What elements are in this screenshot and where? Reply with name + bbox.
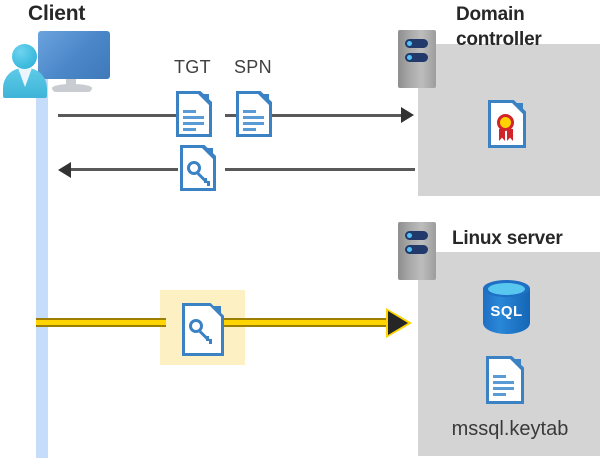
rack-led-icon <box>405 39 428 48</box>
key-tooth-icon <box>206 336 209 341</box>
rack-led-icon <box>405 231 428 240</box>
seal-icon <box>497 114 514 131</box>
rack-led-icon <box>405 53 428 62</box>
client-title: Client <box>28 2 86 25</box>
response-arrow-segment <box>71 168 178 171</box>
spn-label: SPN <box>234 57 272 77</box>
spn-document-icon <box>236 91 272 137</box>
document-text-lines <box>183 110 204 134</box>
document-fold <box>202 148 213 159</box>
monitor-base-icon <box>52 84 92 92</box>
request-arrowhead-icon <box>401 107 414 123</box>
document-text-lines <box>243 110 264 134</box>
key-document-icon <box>180 145 216 191</box>
service-ticket-arrow-segment <box>36 318 166 327</box>
sql-label: SQL <box>490 303 523 320</box>
user-head-icon <box>12 44 37 69</box>
document-fold <box>510 359 521 370</box>
tgt-document-icon <box>176 91 212 137</box>
linux-server-title: Linux server <box>452 228 563 249</box>
domain-controller-server-rack-icon <box>398 30 436 88</box>
service-ticket-arrow-segment <box>222 318 389 327</box>
ribbon-right-icon <box>507 129 513 141</box>
document-fold <box>198 94 209 105</box>
document-fold <box>210 306 221 317</box>
document-text-lines <box>493 375 514 399</box>
key-tooth-icon <box>204 178 207 183</box>
tgt-label: TGT <box>174 57 211 77</box>
sql-database-icon: SQL <box>483 280 530 342</box>
key-tooth-icon <box>207 181 210 186</box>
user-collar-icon <box>18 68 32 87</box>
keytab-document-icon <box>486 356 524 404</box>
request-arrow-segment <box>58 114 178 117</box>
key-ring-icon <box>189 319 203 333</box>
key-tooth-icon <box>209 339 212 344</box>
response-arrow-segment <box>225 168 415 171</box>
key-ring-icon <box>187 161 201 175</box>
response-arrowhead-icon <box>58 162 71 178</box>
keytab-filename-label: mssql.keytab <box>451 418 569 440</box>
certificate-document-icon <box>488 100 526 148</box>
linux-server-rack-icon <box>398 222 436 280</box>
monitor-stand-icon <box>66 79 76 88</box>
rack-led-icon <box>405 245 428 254</box>
ribbon-left-icon <box>499 129 505 141</box>
document-page <box>180 145 216 191</box>
request-arrow-segment <box>283 114 401 117</box>
document-fold <box>258 94 269 105</box>
service-ticket-key-document-icon <box>182 303 224 356</box>
service-ticket-arrowhead-icon <box>388 311 408 335</box>
document-fold <box>512 103 523 114</box>
client-lifeline <box>36 72 48 458</box>
db-cylinder-top-inner <box>488 283 525 295</box>
monitor-icon <box>38 31 110 79</box>
domain-controller-title: Domain controller <box>456 4 542 50</box>
